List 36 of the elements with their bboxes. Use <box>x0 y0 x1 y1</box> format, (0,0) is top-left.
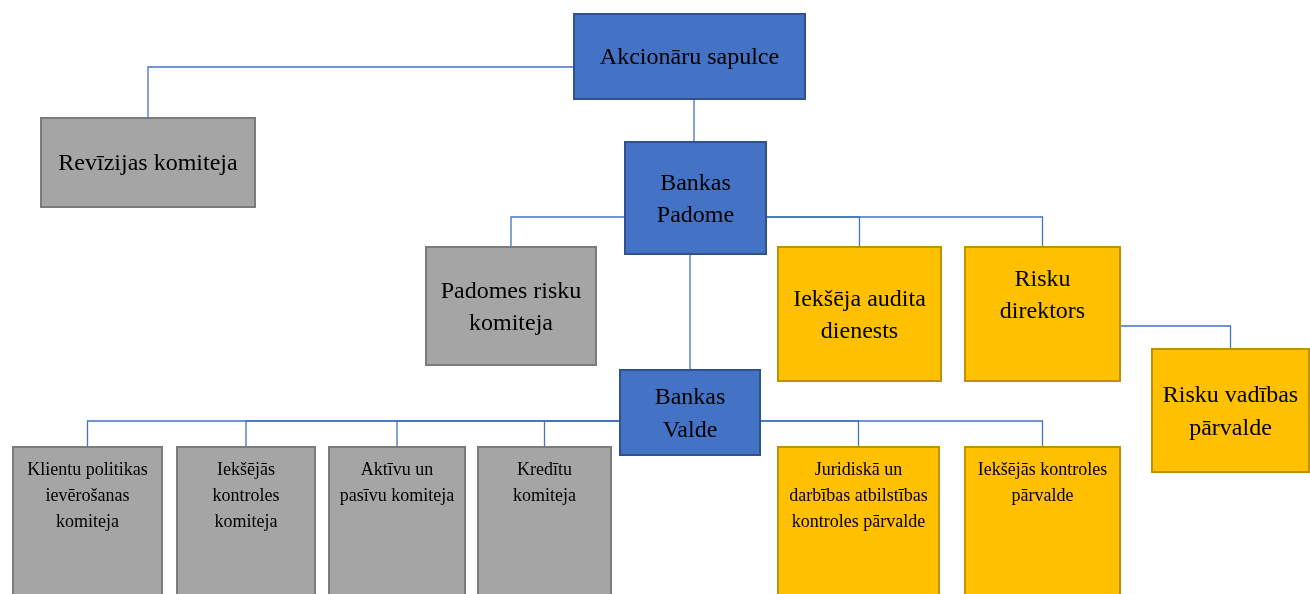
connector-line <box>543 420 620 447</box>
unit-name: Aktīvu un pasīvu komiteja <box>338 458 456 508</box>
unit-name: Risku vadības pārvalde <box>1161 380 1300 442</box>
connector-line <box>510 216 625 247</box>
org-unit-box <box>777 446 940 594</box>
connector-line <box>693 99 695 142</box>
org-unit-box <box>1151 348 1310 473</box>
unit-name: Revīzijas komiteja <box>58 148 238 178</box>
org-unit-box <box>328 446 466 594</box>
unit-name: Iekšējās kontroles komiteja <box>211 458 281 534</box>
org-unit-box <box>573 13 806 100</box>
org-unit-box <box>477 446 612 594</box>
org-unit-box <box>777 246 942 382</box>
org-unit-box <box>964 246 1121 382</box>
connector-line <box>760 420 1044 447</box>
unit-name: Kredītu komiteja <box>512 458 577 508</box>
unit-name: Risku direktors <box>998 264 1087 326</box>
unit-name: Iekšēja audita dienests <box>792 283 927 345</box>
unit-name: Padomes risku komiteja <box>439 275 583 337</box>
unit-name: Juridiskā un darbības atbilstības kontroles pārvalde <box>788 458 929 534</box>
org-unit-box <box>624 141 767 255</box>
org-unit-box <box>176 446 316 594</box>
org-unit-box <box>40 117 256 208</box>
org-unit-box <box>964 446 1121 594</box>
unit-name: Klientu politikas ievērošanas komiteja <box>26 458 149 534</box>
unit-name: Iekšējās kontroles pārvalde <box>976 458 1109 508</box>
unit-name: Bankas Valde <box>653 382 727 444</box>
org-unit-box <box>12 446 163 594</box>
org-unit-box <box>619 369 761 456</box>
connector-line <box>147 66 574 118</box>
unit-name: Akcionāru sapulce <box>599 42 780 72</box>
connector-line <box>689 254 691 370</box>
org-unit-box <box>425 246 597 366</box>
connector-line <box>1120 325 1232 349</box>
connector-line <box>766 216 1044 247</box>
unit-name: Bankas Padome <box>655 167 736 229</box>
